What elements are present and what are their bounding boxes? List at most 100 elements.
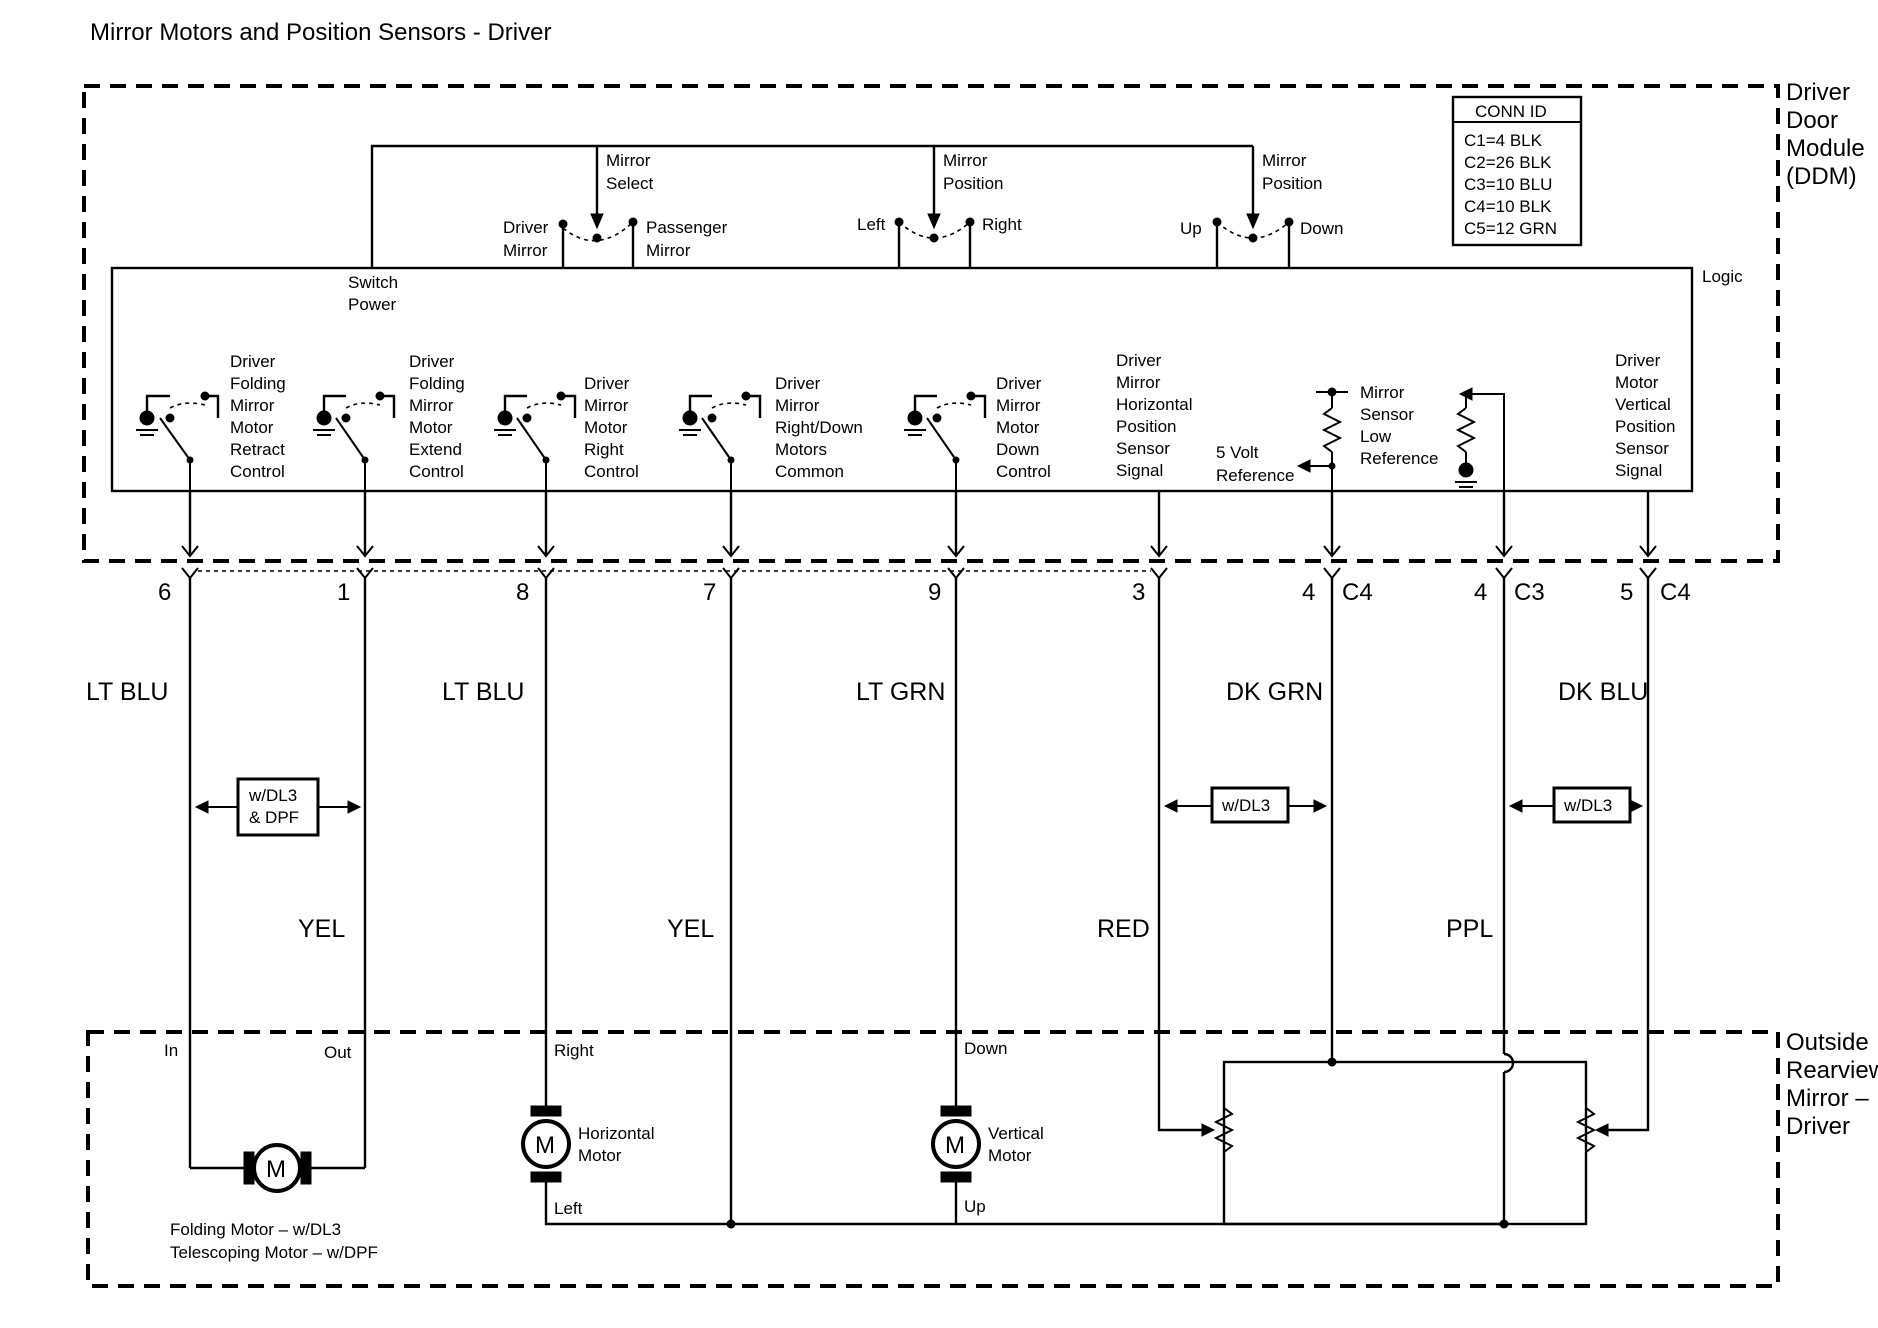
conn-id-header: CONN ID xyxy=(1475,102,1547,121)
svg-text:w/DL3: w/DL3 xyxy=(1563,796,1612,815)
svg-text:Motor: Motor xyxy=(578,1146,622,1165)
ddm-label: Driver Door Module (DDM) xyxy=(1786,79,1871,190)
connector-id: C4 xyxy=(1342,579,1373,606)
connector-id: C3 xyxy=(1514,579,1545,606)
conn-id-row: C5=12 GRN xyxy=(1464,219,1557,238)
svg-text:Left: Left xyxy=(857,215,886,234)
svg-text:w/DL3: w/DL3 xyxy=(248,786,297,805)
driver-switch-right xyxy=(494,391,577,491)
conn-id-row: C1=4 BLK xyxy=(1464,131,1543,150)
svg-text:Position: Position xyxy=(1262,174,1322,193)
svg-text:Mirror: Mirror xyxy=(646,241,691,260)
pin-number: 3 xyxy=(1132,579,1145,606)
mirror-boundary xyxy=(86,1030,1780,1288)
wire-color: YEL xyxy=(298,915,345,943)
circuit-label: Driver Folding Mirror Motor Retract Cont… xyxy=(230,352,291,481)
svg-text:Mirror: Mirror xyxy=(943,151,988,170)
svg-text:Switch: Switch xyxy=(348,273,398,292)
motor-symbol: M xyxy=(266,1156,286,1183)
motor-symbol: M xyxy=(945,1132,965,1159)
svg-text:Motor: Motor xyxy=(988,1146,1032,1165)
conn-id-row: C2=26 BLK xyxy=(1464,153,1552,172)
svg-text:Position: Position xyxy=(943,174,1003,193)
svg-text:& DPF: & DPF xyxy=(249,808,299,827)
option-dkblu: w/DL3 xyxy=(1508,786,1644,824)
pin-number: 4 xyxy=(1474,579,1487,606)
svg-text:Driver: Driver xyxy=(503,218,549,237)
svg-text:Vertical: Vertical xyxy=(988,1124,1044,1143)
svg-text:Mirror: Mirror xyxy=(503,241,548,260)
circuit-label: Driver Mirror Motor Right Control xyxy=(584,374,639,481)
conn-id-row: C4=10 BLK xyxy=(1464,197,1552,216)
folding-motor: M In Out Folding Motor – w/DL3 Telescopi… xyxy=(164,1041,378,1262)
motor-symbol: M xyxy=(535,1132,555,1159)
logic-box xyxy=(110,266,1694,493)
svg-text:Mirror: Mirror xyxy=(1262,151,1307,170)
svg-text:Folding Motor – w/DL3: Folding Motor – w/DL3 xyxy=(170,1220,341,1239)
svg-text:Left: Left xyxy=(554,1199,583,1218)
pin-numbers: 6 1 8 7 9 3 4 C4 4 C3 5 C4 xyxy=(158,579,1691,606)
circuit-label: Driver Folding Mirror Motor Extend Contr… xyxy=(409,352,470,481)
svg-text:Up: Up xyxy=(964,1197,986,1216)
svg-text:Power: Power xyxy=(348,295,397,314)
svg-text:Out: Out xyxy=(324,1043,352,1062)
driver-switch-common xyxy=(679,391,762,491)
conn-id-table: CONN ID C1=4 BLK C2=26 BLK C3=10 BLU C4=… xyxy=(1451,95,1583,247)
ddm-boundary xyxy=(82,84,1780,563)
svg-text:w/DL3: w/DL3 xyxy=(1221,796,1270,815)
page-title: Mirror Motors and Position Sensors - Dri… xyxy=(90,19,551,46)
switch-power-bus: Switch Power xyxy=(348,144,1253,314)
circuit-label: Driver Mirror Right/Down Motors Common xyxy=(775,374,868,481)
circuit-label: Mirror Sensor Low Reference xyxy=(1360,383,1438,468)
wire-color: DK BLU xyxy=(1558,678,1648,706)
mirror-label: Outside Rearview Mirror – Driver xyxy=(1786,1029,1878,1140)
svg-text:Up: Up xyxy=(1180,219,1202,238)
pin-number: 7 xyxy=(703,579,716,606)
svg-text:Down: Down xyxy=(964,1039,1007,1058)
pin-number: 6 xyxy=(158,579,171,606)
mirror-position-ud-switch: Mirror Position Up Down xyxy=(1180,146,1343,268)
mirror-position-lr-switch: Mirror Position Left Right xyxy=(857,146,1022,268)
pin-number: 8 xyxy=(516,579,529,606)
svg-text:Right: Right xyxy=(554,1041,594,1060)
driver-switch-retract xyxy=(136,391,220,491)
wire-colors: LT BLU YEL LT BLU YEL LT GRN RED DK GRN … xyxy=(86,678,1648,943)
five-volt-reference-circuit xyxy=(1296,387,1348,491)
pin-number: 5 xyxy=(1620,579,1633,606)
option-dkgrn: w/DL3 xyxy=(1163,786,1328,824)
pin-number: 9 xyxy=(928,579,941,606)
mirror-select-switch: Mirror Select Driver Mirror Passenger Mi… xyxy=(503,146,728,268)
wire-color: LT BLU xyxy=(86,678,168,706)
driver-switch-extend xyxy=(313,391,396,491)
sensor-low-reference-circuit xyxy=(1455,387,1505,491)
svg-text:Horizontal: Horizontal xyxy=(578,1124,655,1143)
logic-label: Logic xyxy=(1702,267,1743,286)
circuit-label: Driver Mirror Horizontal Position Sensor… xyxy=(1116,351,1197,480)
wire-color: PPL xyxy=(1446,915,1493,943)
svg-text:Telescoping Motor – w/DPF: Telescoping Motor – w/DPF xyxy=(170,1243,378,1262)
horizontal-motor: M Right Left Horizontal Motor xyxy=(521,1041,1504,1226)
svg-text:Right: Right xyxy=(982,215,1022,234)
pin-number: 4 xyxy=(1302,579,1315,606)
svg-text:Down: Down xyxy=(1300,219,1343,238)
circuit-label: Driver Mirror Motor Down Control xyxy=(996,374,1051,481)
circuit-label: Driver Motor Vertical Position Sensor Si… xyxy=(1615,351,1680,480)
ddm-output-wires xyxy=(188,491,1650,556)
svg-text:Passenger: Passenger xyxy=(646,218,728,237)
svg-text:Mirror: Mirror xyxy=(606,151,651,170)
wire-color: LT GRN xyxy=(856,678,945,706)
connector-id: C4 xyxy=(1660,579,1691,606)
option-folding: w/DL3 & DPF xyxy=(194,777,362,837)
wire-color: YEL xyxy=(667,915,714,943)
wire-color: DK GRN xyxy=(1226,678,1323,706)
vertical-motor: M Down Up Vertical Motor xyxy=(726,1039,1044,1229)
wire-color: LT BLU xyxy=(442,678,524,706)
circuit-label: 5 Volt Reference xyxy=(1216,443,1294,485)
harness-wires xyxy=(188,578,1650,1224)
driver-switch-down xyxy=(904,391,987,491)
position-sensors xyxy=(1157,1057,1650,1229)
svg-text:In: In xyxy=(164,1041,178,1060)
conn-id-row: C3=10 BLU xyxy=(1464,175,1552,194)
pin-number: 1 xyxy=(337,579,350,606)
